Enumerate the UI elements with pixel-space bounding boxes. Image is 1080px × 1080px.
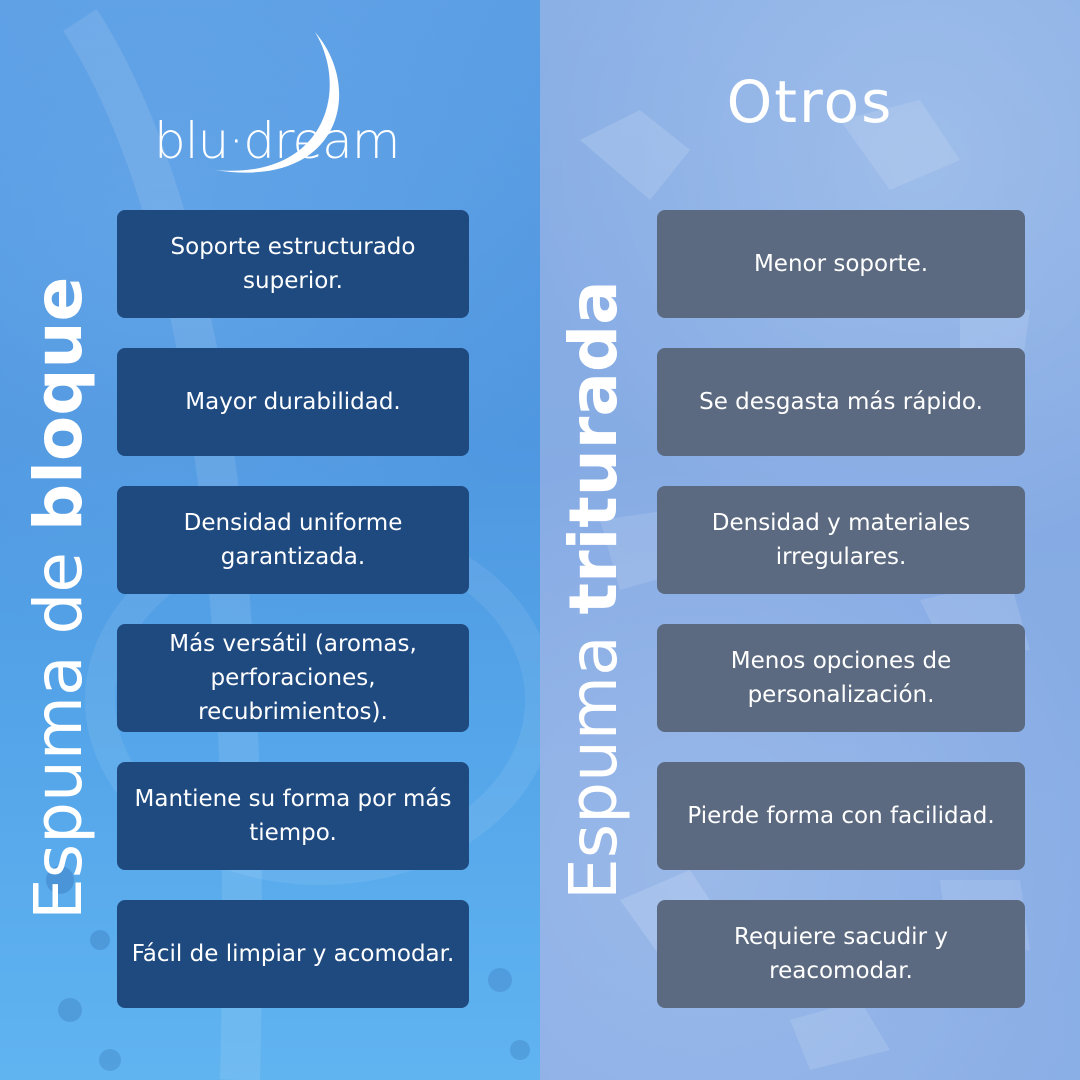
logo-text: blu·dream xyxy=(154,112,401,170)
brand-logo: blu·dream xyxy=(150,30,410,180)
left-card: Mayor durabilidad. xyxy=(117,348,469,456)
right-card: Menor soporte. xyxy=(657,210,1025,318)
right-heading-light: Espuma xyxy=(555,614,632,900)
left-card: Densidad uniforme garantizada. xyxy=(117,486,469,594)
competitor-title: Otros xyxy=(726,68,894,136)
left-card: Mantiene su forma por más tiempo. xyxy=(117,762,469,870)
right-heading: Espuma triturada xyxy=(555,280,632,900)
left-card: Soporte estructurado superior. xyxy=(117,210,469,318)
left-card: Más versátil (aromas, perforaciones, rec… xyxy=(117,624,469,732)
right-card: Menos opciones de personalización. xyxy=(657,624,1025,732)
right-card: Requiere sacudir y reacomodar. xyxy=(657,900,1025,1008)
right-card: Densidad y materiales irregulares. xyxy=(657,486,1025,594)
right-heading-bold: triturada xyxy=(555,280,632,615)
left-heading-bold: bloque xyxy=(20,276,97,531)
left-card: Fácil de limpiar y acomodar. xyxy=(117,900,469,1008)
right-card: Se desgasta más rápido. xyxy=(657,348,1025,456)
left-heading: Espuma de bloque xyxy=(20,277,97,920)
left-heading-light: Espuma de xyxy=(20,530,97,920)
right-card: Pierde forma con facilidad. xyxy=(657,762,1025,870)
